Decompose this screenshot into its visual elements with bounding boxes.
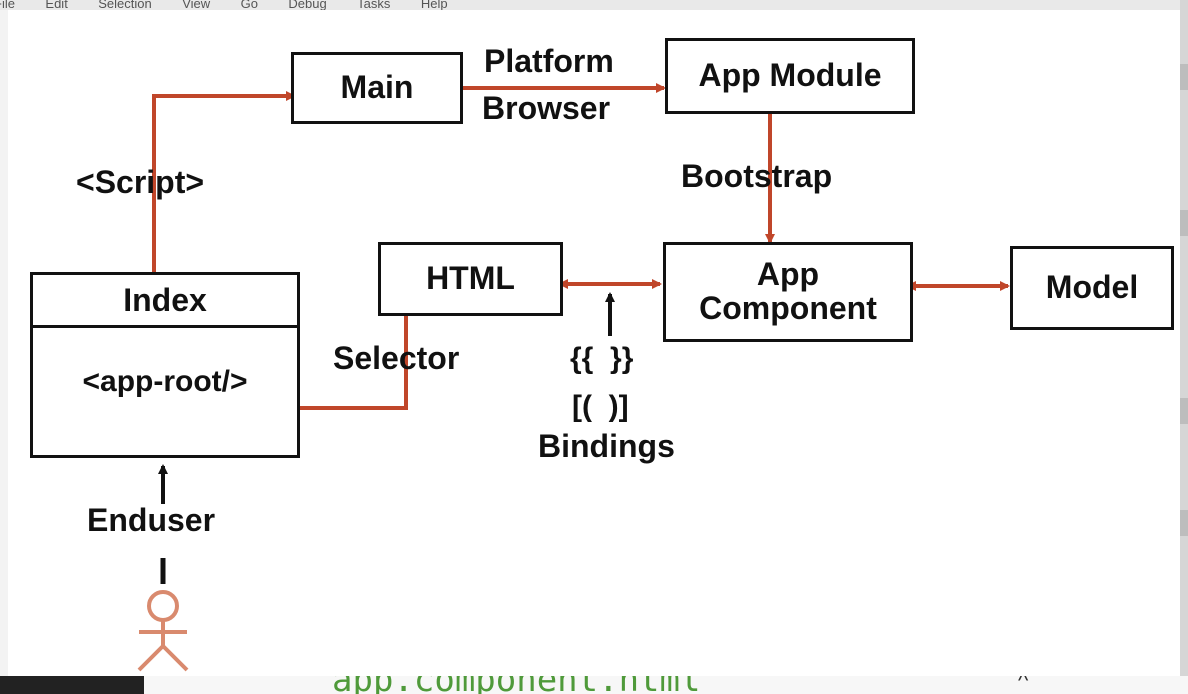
index-node: Index <app-root/> [30, 272, 300, 458]
platform-label: Platform [484, 43, 614, 79]
selector-label: Selector [333, 340, 460, 376]
edge-script [152, 91, 296, 272]
scroll-marker [1180, 510, 1188, 536]
menu-selection[interactable]: Selection [98, 0, 152, 10]
app-component-line1: App [756, 256, 820, 293]
app-module-node: App Module [665, 38, 915, 114]
menu-help[interactable]: Help [420, 0, 448, 10]
bindings-label: Bindings [538, 428, 675, 464]
scroll-marker [1180, 210, 1188, 236]
chevron-up-icon: ^ [1018, 676, 1029, 693]
menu-edit[interactable]: Edit [45, 0, 68, 10]
index-title: Index [33, 275, 297, 328]
editor-scrollbar[interactable] [1180, 0, 1188, 694]
person-icon [137, 590, 189, 672]
app-root-tag: <app-root/> [82, 365, 248, 398]
html-node: HTML [378, 242, 563, 316]
diagram-connectors [137, 83, 1010, 672]
model-node: Model [1010, 246, 1174, 330]
dark-panel [0, 676, 144, 694]
editor-filename: app.component.html [332, 676, 700, 694]
binding-syntax-label: [( )] [572, 390, 629, 423]
editor-behind: app.component.html ^ [0, 676, 1188, 694]
enduser-label: Enduser [87, 502, 216, 538]
app-component-line2: Component [699, 290, 877, 326]
menu-file[interactable]: File [0, 0, 15, 10]
interpolation-label: {{ }} [570, 342, 634, 375]
edge-selector [264, 316, 408, 413]
scroll-marker [1180, 64, 1188, 90]
menu-view[interactable]: View [182, 0, 211, 10]
script-label: <Script> [76, 164, 205, 200]
scroll-marker [1180, 398, 1188, 424]
menu-go[interactable]: Go [240, 0, 258, 10]
app-component-node: App Component [663, 242, 913, 342]
menu-tasks[interactable]: Tasks [357, 0, 391, 10]
main-node: Main [291, 52, 463, 124]
menu-bar: File Edit Selection View Go Debug Tasks … [0, 0, 1188, 10]
menu-debug[interactable]: Debug [288, 0, 327, 10]
browser-label: Browser [482, 90, 611, 126]
bootstrap-label: Bootstrap [681, 158, 833, 194]
diagram-canvas: Main App Module HTML App Component Model… [8, 10, 1180, 676]
